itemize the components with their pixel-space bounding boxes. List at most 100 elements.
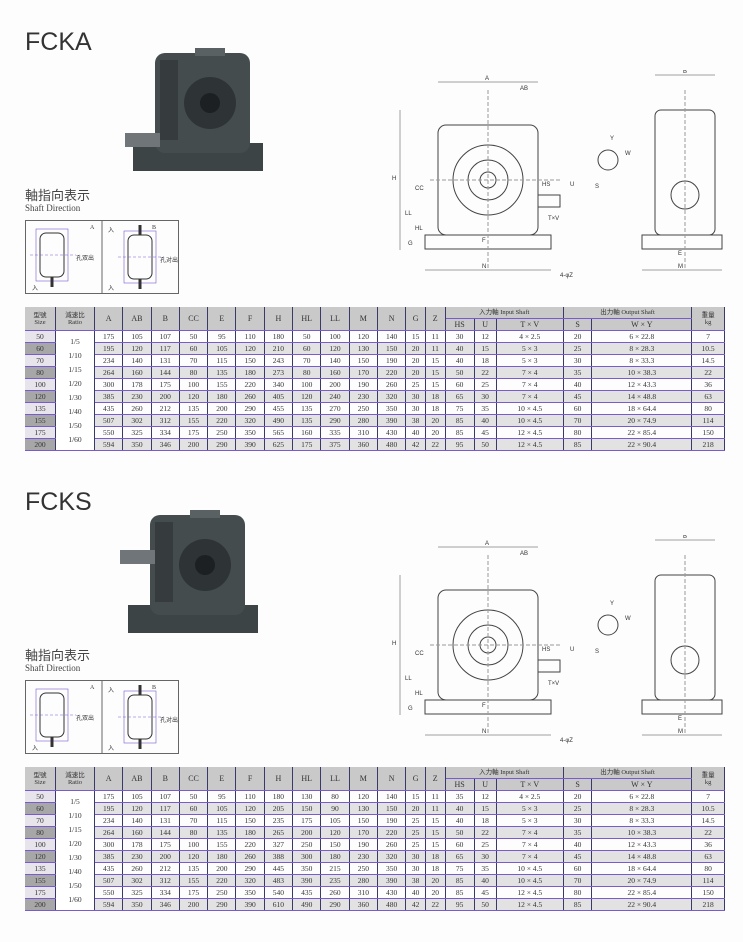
dimension-label: W bbox=[625, 151, 631, 157]
value-cell: 175 bbox=[292, 438, 322, 451]
value-cell: 135 bbox=[179, 402, 209, 415]
value-cell: 15 bbox=[474, 802, 497, 815]
column-header: AB bbox=[122, 767, 152, 791]
value-cell: 290 bbox=[235, 862, 265, 875]
value-cell: 40 bbox=[563, 378, 593, 391]
dimension-label: LL bbox=[405, 676, 412, 682]
value-cell: 160 bbox=[122, 826, 152, 839]
value-cell: 115 bbox=[207, 814, 237, 827]
value-cell: 250 bbox=[292, 838, 322, 851]
weight-header-cn: 重量 bbox=[701, 311, 715, 319]
value-cell: 40 bbox=[474, 874, 497, 887]
value-cell: 260 bbox=[235, 850, 265, 863]
value-cell: 170 bbox=[349, 366, 378, 379]
gearbox-photo bbox=[120, 510, 260, 665]
value-cell: 210 bbox=[264, 342, 294, 355]
value-cell: 300 bbox=[94, 838, 124, 851]
value-cell: 85 bbox=[445, 886, 475, 899]
value-cell: 7 × 4 bbox=[496, 390, 564, 403]
value-cell: 480 bbox=[377, 438, 407, 451]
column-header: M bbox=[349, 767, 378, 791]
direction-label-b: B bbox=[152, 225, 157, 231]
value-cell: 220 bbox=[207, 874, 237, 887]
value-cell: 20 bbox=[405, 366, 426, 379]
value-cell: 30 bbox=[405, 402, 426, 415]
value-cell: 175 bbox=[179, 426, 209, 439]
direction-label-out-b: 孔对出 bbox=[160, 718, 179, 724]
value-cell: 350 bbox=[235, 426, 265, 439]
value-cell: 325 bbox=[122, 886, 152, 899]
value-cell: 160 bbox=[320, 366, 350, 379]
value-cell: 290 bbox=[207, 898, 237, 911]
value-cell: 18 × 64.4 bbox=[591, 862, 693, 875]
value-cell: 25 bbox=[563, 802, 593, 815]
value-cell: 15 bbox=[405, 330, 426, 343]
value-cell: 70 bbox=[292, 354, 322, 367]
dimension-label: M bbox=[678, 729, 683, 735]
value-cell: 50 bbox=[179, 790, 209, 803]
value-cell: 435 bbox=[94, 402, 124, 415]
value-cell: 234 bbox=[94, 814, 124, 827]
value-cell: 120 bbox=[235, 342, 265, 355]
value-cell: 350 bbox=[377, 402, 407, 415]
ratio-value: 1/15 bbox=[68, 824, 82, 834]
value-cell: 155 bbox=[207, 378, 237, 391]
value-cell: 435 bbox=[94, 862, 124, 875]
value-cell: 12 × 4.5 bbox=[496, 898, 564, 911]
value-cell: 30 bbox=[405, 850, 426, 863]
value-cell: 40 bbox=[445, 354, 475, 367]
input-shaft-header: 入力軸 Input Shaft bbox=[445, 307, 564, 319]
value-cell: 18 bbox=[425, 390, 446, 403]
dimension-label: 4-φZ bbox=[560, 273, 573, 279]
value-cell: 12 × 43.3 bbox=[591, 378, 693, 391]
value-cell: 334 bbox=[151, 886, 180, 899]
value-cell: 144 bbox=[151, 826, 180, 839]
value-cell: 75 bbox=[445, 862, 475, 875]
value-cell: 302 bbox=[122, 414, 152, 427]
value-cell: 40 bbox=[405, 886, 426, 899]
value-cell: 50 bbox=[179, 330, 209, 343]
value-cell: 114 bbox=[691, 874, 725, 887]
dimension-label: A bbox=[485, 76, 489, 82]
value-cell: 390 bbox=[292, 874, 322, 887]
value-cell: 14.5 bbox=[691, 814, 725, 827]
value-cell: 131 bbox=[151, 814, 180, 827]
direction-label-a: A bbox=[90, 685, 95, 691]
value-cell: 212 bbox=[151, 862, 180, 875]
value-cell: 312 bbox=[151, 414, 180, 427]
value-cell: 234 bbox=[94, 354, 124, 367]
value-cell: 200 bbox=[151, 850, 180, 863]
size-cell: 175 bbox=[25, 426, 56, 439]
value-cell: 14.5 bbox=[691, 354, 725, 367]
dimension-label: HS bbox=[542, 182, 550, 188]
value-cell: 320 bbox=[235, 874, 265, 887]
value-cell: 290 bbox=[235, 402, 265, 415]
value-cell: 14 × 48.8 bbox=[591, 390, 693, 403]
dimension-label: T×V bbox=[548, 681, 559, 687]
value-cell: 230 bbox=[349, 850, 378, 863]
value-cell: 22 bbox=[474, 826, 497, 839]
dimension-label: Y bbox=[610, 601, 614, 607]
value-cell: 240 bbox=[320, 390, 350, 403]
dimension-label: AB bbox=[520, 551, 528, 557]
value-cell: 11 bbox=[425, 790, 446, 803]
value-cell: 130 bbox=[292, 790, 322, 803]
value-cell: 220 bbox=[235, 378, 265, 391]
shaft-direction-heading-cn: 軸指向表示 bbox=[25, 648, 91, 663]
value-cell: 490 bbox=[292, 898, 322, 911]
size-cell: 155 bbox=[25, 414, 56, 427]
value-cell: 80 bbox=[320, 790, 350, 803]
value-cell: 390 bbox=[235, 438, 265, 451]
value-cell: 180 bbox=[235, 366, 265, 379]
value-cell: 507 bbox=[94, 414, 124, 427]
